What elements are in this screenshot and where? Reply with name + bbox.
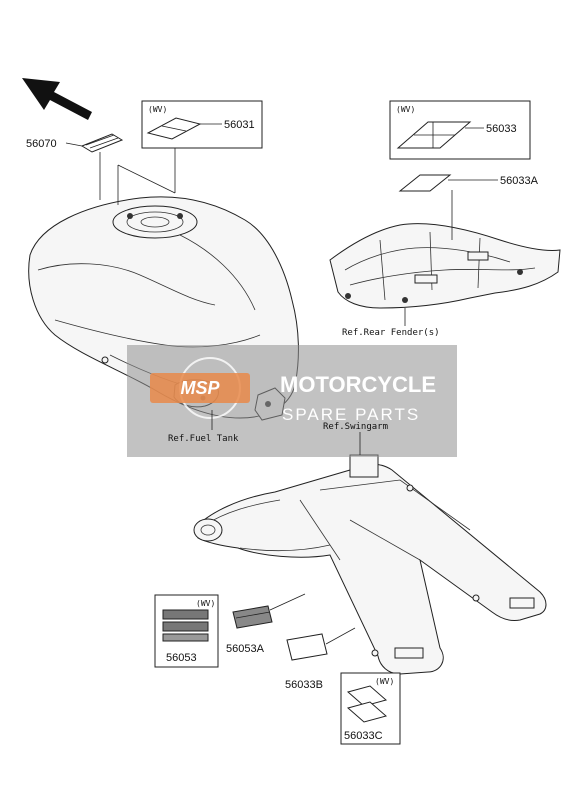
part-number-56053A: 56053A (226, 643, 265, 655)
wv-tag-56033C: (WV) (375, 677, 394, 686)
watermark-logo: MSP (180, 378, 220, 398)
part-number-56033: 56033 (486, 123, 517, 135)
decal-56033: (WV) 56033 (389, 100, 531, 160)
part-number-56053: 56053 (166, 652, 197, 664)
decal-56033C: (WV) 56033C (340, 672, 401, 745)
swingarm (193, 454, 547, 675)
part-number-56033A: 56033A (500, 175, 539, 187)
wv-tag-56053: (WV) (196, 599, 215, 608)
decal-56031: (WV) 56031 (117, 100, 263, 205)
decal-56070: 56070 (26, 133, 124, 200)
watermark-line1: MOTORCYCLE (280, 372, 436, 397)
decal-56053A: 56053A (226, 593, 306, 655)
rear-fender (329, 223, 561, 309)
wv-tag-56033: (WV) (396, 105, 415, 114)
part-number-56033C: 56033C (344, 730, 383, 742)
watermark-line2: SPARE PARTS (282, 405, 420, 424)
ref-swingarm: Ref.Swingarm (323, 422, 388, 432)
part-number-56033B: 56033B (285, 679, 323, 691)
decal-56053: (WV) 56053 (154, 594, 219, 668)
decal-56033B: 56033B (285, 627, 356, 691)
ref-fuel-tank: Ref.Fuel Tank (168, 434, 239, 444)
ref-rear-fender: Ref.Rear Fender(s) (342, 328, 440, 338)
part-number-56070: 56070 (26, 138, 57, 150)
watermark: MSP MOTORCYCLE SPARE PARTS (127, 345, 457, 457)
decal-56033A: 56033A (398, 174, 539, 240)
front-arrow-icon (22, 78, 92, 120)
part-number-56031: 56031 (224, 119, 255, 131)
wv-tag-56031: (WV) (148, 105, 167, 114)
